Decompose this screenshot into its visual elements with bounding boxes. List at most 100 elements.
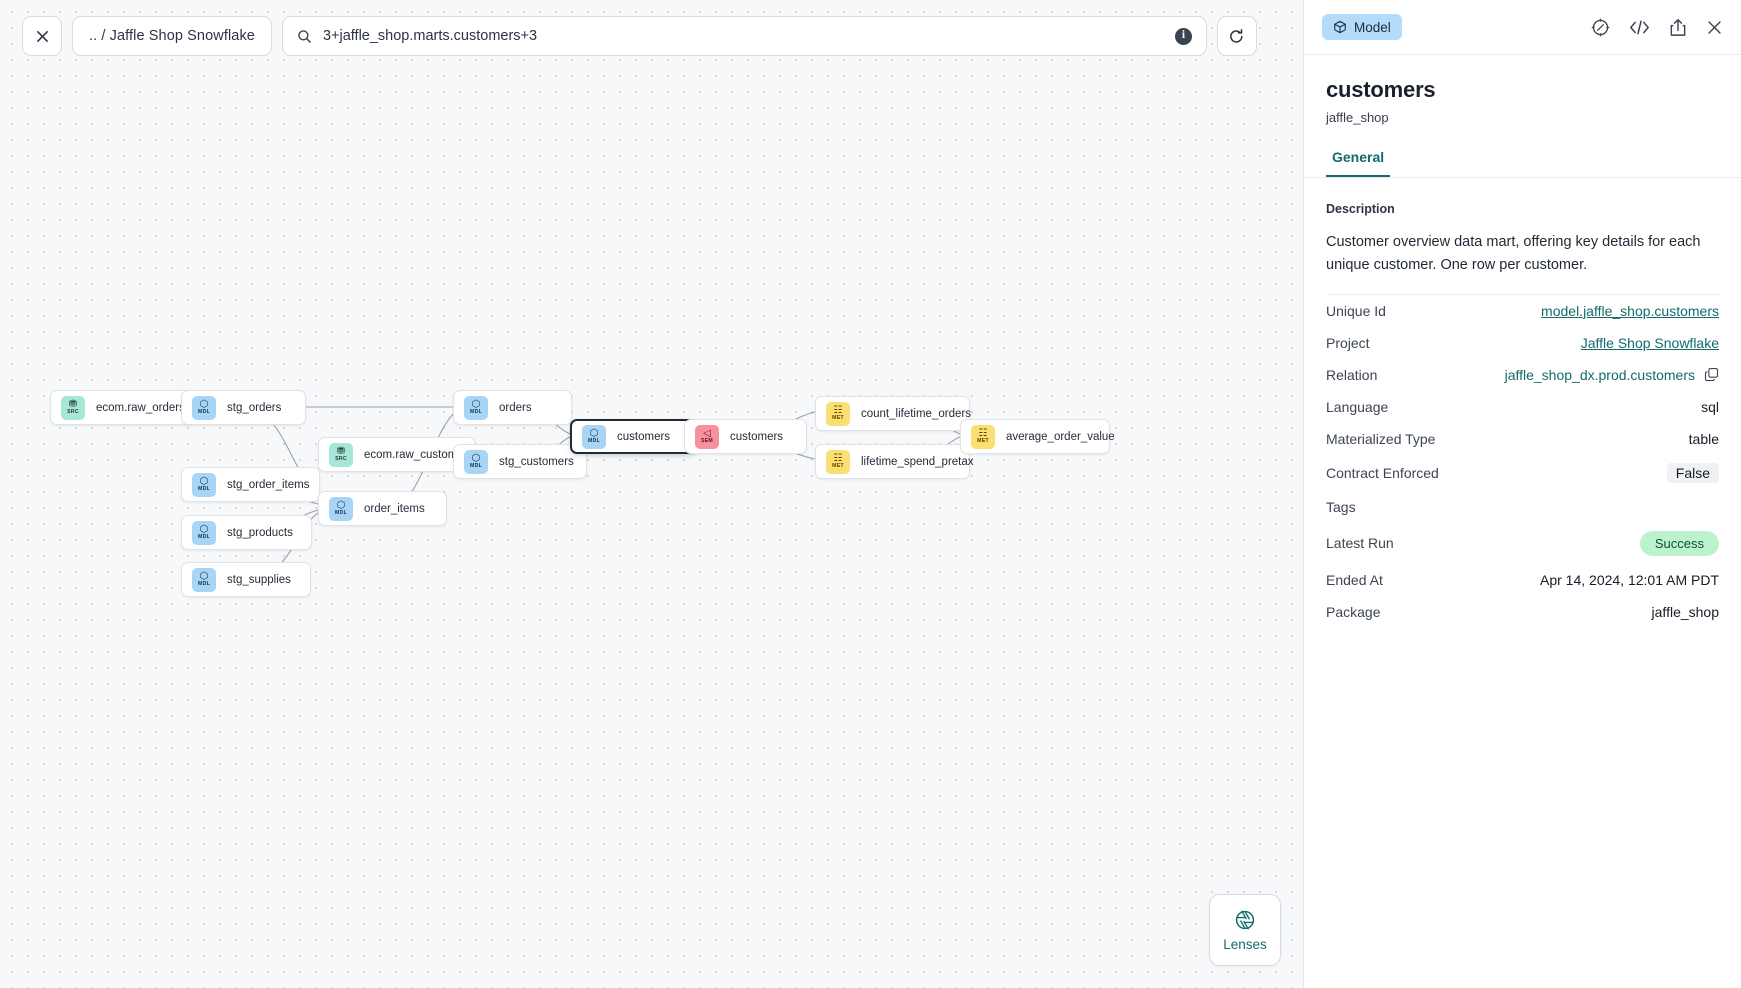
lenses-button[interactable]: Lenses (1209, 894, 1281, 966)
close-icon (1708, 20, 1721, 34)
relation-value: jaffle_shop_dx.prod.customers (1504, 366, 1695, 383)
met-badge-icon: ☷MET (826, 401, 850, 426)
canvas-toolbar: .. / Jaffle Shop Snowflake 3+jaffle_shop… (22, 16, 1257, 56)
mdl-badge-icon: ⬡MDL (582, 424, 606, 449)
lineage-node-label: orders (499, 401, 532, 414)
unique-id-link[interactable]: model.jaffle_shop.customers (1541, 302, 1719, 319)
close-panel-button[interactable] (1706, 19, 1723, 36)
language-value: sql (1701, 398, 1719, 415)
copy-icon (1704, 368, 1719, 382)
panel-actions (1591, 18, 1723, 37)
share-icon (1670, 18, 1686, 36)
mdl-badge-icon: ⬡MDL (464, 395, 488, 420)
search-icon (298, 29, 311, 43)
breadcrumb-button[interactable]: .. / Jaffle Shop Snowflake (72, 16, 272, 56)
info-icon[interactable]: i (1174, 27, 1192, 45)
node-kind-tag: MDL (198, 581, 210, 587)
field-label: Tags (1326, 498, 1356, 515)
field-label: Ended At (1326, 571, 1383, 588)
lineage-node-orders[interactable]: ⬡MDL orders (453, 390, 572, 425)
node-kind-tag: MDL (198, 486, 210, 492)
field-package: Package jaffle_shop (1326, 596, 1719, 628)
copy-relation-button[interactable] (1704, 367, 1719, 382)
mdl-badge-icon: ⬡MDL (329, 496, 353, 521)
lineage-node-ecom-raw_orders[interactable]: ⛃SRC ecom.raw_orders (50, 390, 195, 425)
detail-panel-header: Model (1304, 0, 1741, 55)
field-label: Unique Id (1326, 302, 1386, 319)
node-type-badge[interactable]: Model (1322, 14, 1402, 40)
lineage-node-label: stg_orders (227, 401, 282, 414)
search-input[interactable]: 3+jaffle_shop.marts.customers+3 i (281, 16, 1207, 56)
project-link[interactable]: Jaffle Shop Snowflake (1580, 334, 1719, 351)
search-query-value: 3+jaffle_shop.marts.customers+3 (322, 28, 538, 44)
lineage-node-count_lifetime_orders[interactable]: ☷MET count_lifetime_orders (815, 396, 971, 431)
mdl-badge-icon: ⬡MDL (192, 520, 216, 545)
lineage-node-label: lifetime_spend_pretax (861, 455, 974, 468)
lenses-label: Lenses (1223, 936, 1267, 952)
lineage-node-customers[interactable]: ⬡MDL customers (570, 419, 697, 454)
materialized-value: table (1688, 430, 1719, 447)
mdl-badge-icon: ⬡MDL (192, 472, 216, 497)
lineage-node-label: customers (730, 430, 784, 443)
field-label: Materialized Type (1326, 430, 1436, 447)
node-type-label: Model (1354, 19, 1391, 35)
page-title: customers (1326, 77, 1436, 102)
detail-panel-title-block: customers jaffle_shop (1304, 55, 1741, 125)
mdl-badge-icon: ⬡MDL (192, 567, 216, 592)
field-label: Language (1326, 398, 1389, 415)
field-label: Relation (1326, 366, 1378, 383)
node-kind-tag: SRC (335, 456, 347, 462)
lineage-node-label: order_items (364, 502, 425, 515)
node-kind-tag: SRC (67, 409, 79, 415)
detail-tabs: General (1304, 149, 1741, 178)
detail-panel: Model (1303, 0, 1741, 988)
field-label: Package (1326, 603, 1381, 620)
node-kind-tag: MET (832, 415, 844, 421)
close-lineage-button[interactable] (22, 16, 62, 56)
lineage-node-label: average_order_value (1006, 430, 1115, 443)
mdl-badge-icon: ⬡MDL (192, 395, 216, 420)
package-value: jaffle_shop (1651, 603, 1719, 620)
field-unique-id: Unique Id model.jaffle_shop.customers (1326, 295, 1719, 327)
tab-general[interactable]: General (1326, 149, 1391, 177)
lineage-node-order_items[interactable]: ⬡MDL order_items (318, 491, 447, 526)
page-subtitle: jaffle_shop (1326, 110, 1389, 125)
field-ended-at: Ended At Apr 14, 2024, 12:01 AM PDT (1326, 564, 1719, 596)
compass-icon (1591, 18, 1610, 36)
lineage-node-label: customers (617, 430, 671, 443)
status-badge[interactable]: Success (1639, 530, 1719, 556)
refresh-button[interactable] (1216, 16, 1257, 56)
description-text: Customer overview data mart, offering ke… (1326, 231, 1719, 295)
node-kind-tag: MET (832, 463, 844, 469)
node-kind-tag: MDL (470, 463, 482, 469)
contract-value-chip: False (1666, 462, 1719, 483)
ended-at-value: Apr 14, 2024, 12:01 AM PDT (1540, 571, 1719, 588)
field-label: Latest Run (1326, 535, 1394, 552)
lineage-node-label: count_lifetime_orders (861, 407, 971, 420)
node-kind-tag: MDL (335, 510, 347, 516)
relation-value-wrap: jaffle_shop_dx.prod.customers (1505, 367, 1719, 383)
breadcrumb: .. / Jaffle Shop Snowflake (89, 28, 255, 44)
aperture-icon (1235, 910, 1255, 929)
src-badge-icon: ⛃SRC (61, 395, 85, 420)
refresh-icon (1230, 28, 1244, 43)
code-button[interactable] (1629, 19, 1650, 36)
cube-icon (1334, 20, 1346, 34)
field-label: Project (1326, 334, 1370, 351)
mdl-badge-icon: ⬡MDL (464, 449, 488, 474)
lineage-node-label: ecom.raw_orders (96, 401, 185, 414)
field-latest-run: Latest Run Success (1326, 523, 1719, 564)
compass-button[interactable] (1591, 18, 1610, 37)
share-button[interactable] (1669, 18, 1687, 37)
lineage-node-stg_orders[interactable]: ⬡MDL stg_orders (181, 390, 306, 425)
